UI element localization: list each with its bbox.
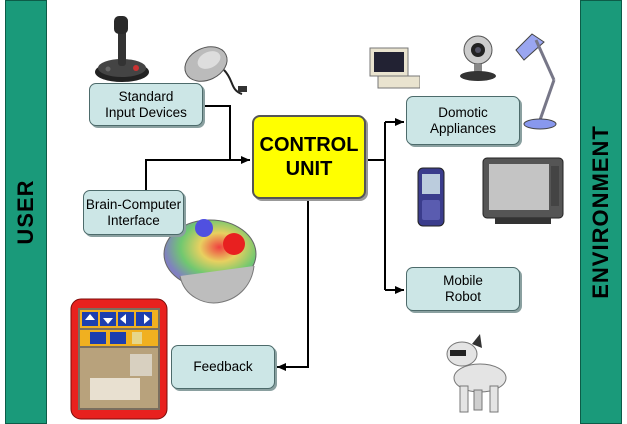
- feedback-screen-icon: [70, 298, 168, 420]
- environment-side-bar: ENVIRONMENT: [580, 0, 622, 424]
- input-devices-node: Standard Input Devices: [89, 83, 203, 126]
- television-icon: [482, 157, 564, 224]
- line-input-to-control: [203, 105, 250, 164]
- domotic-appliances-node: Domotic Appliances: [406, 96, 520, 145]
- control-unit-node: CONTROL UNIT: [252, 115, 366, 199]
- brain-head-icon: [163, 219, 257, 304]
- line-control-to-feedback: [277, 199, 309, 371]
- bci-node: Brain-Computer Interface: [83, 190, 184, 235]
- user-side-bar: USER: [5, 0, 47, 424]
- line-bci-to-control: [145, 159, 250, 190]
- mouse-icon: [184, 46, 247, 95]
- joystick-icon: [95, 16, 149, 82]
- computer-icon: [369, 47, 420, 89]
- robot-dog-icon: [446, 334, 507, 413]
- mobile-phone-icon: [417, 167, 445, 227]
- desk-lamp-icon: [515, 33, 557, 130]
- mobile-robot-node: Mobile Robot: [406, 267, 520, 311]
- webcam-icon: [460, 35, 496, 81]
- feedback-node: Feedback: [171, 345, 275, 389]
